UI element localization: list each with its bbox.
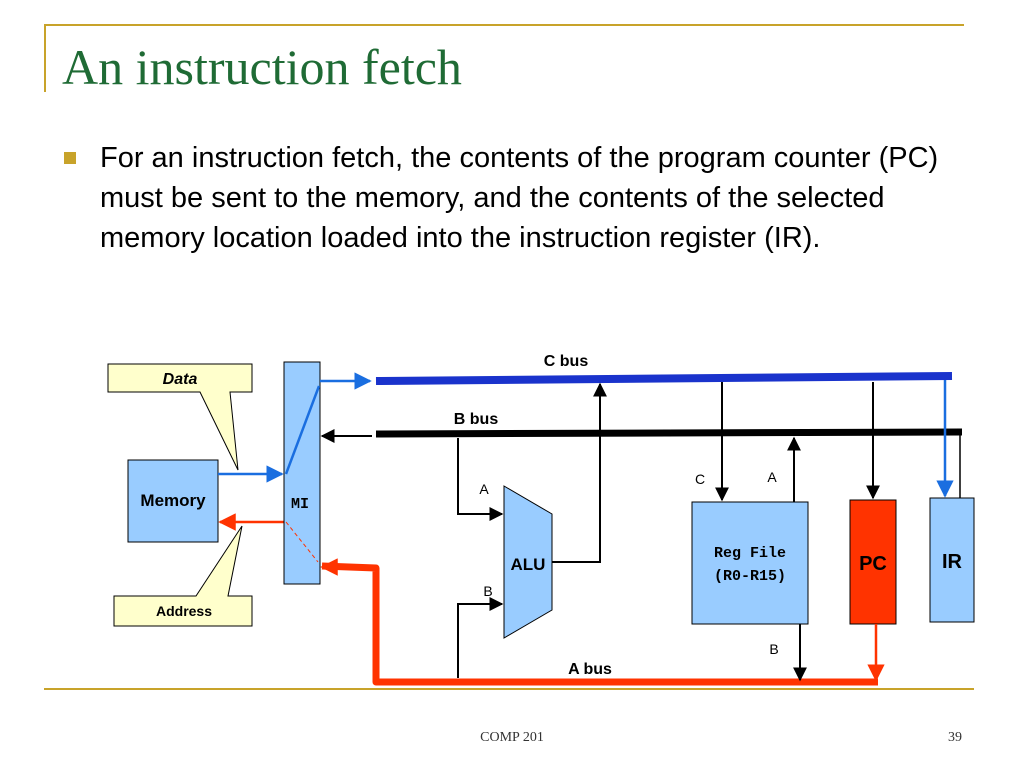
alu-block: ALU [503, 485, 553, 639]
b-bus: B bus [375, 411, 963, 438]
alu-label: ALU [511, 555, 546, 574]
ir-block: IR [929, 497, 975, 623]
pc-block: PC [849, 499, 897, 625]
frame-left-rule [44, 24, 46, 92]
address-callout: Address [113, 525, 253, 627]
bullet-item: For an instruction fetch, the contents o… [62, 138, 972, 258]
alu-input-b-label: B [483, 583, 492, 599]
ir-label: IR [942, 551, 963, 573]
register-file-block: Reg File (R0-R15) [691, 501, 809, 625]
alu-input-a-label: A [479, 481, 489, 497]
regfile-port-b-label: B [769, 641, 778, 657]
bullet-text: For an instruction fetch, the contents o… [100, 142, 939, 254]
regfile-port-a-label: A [767, 469, 777, 485]
alu-input-b-arrow [457, 597, 504, 678]
footer-rule [44, 688, 974, 690]
bullet-list: For an instruction fetch, the contents o… [62, 138, 972, 258]
memory-label: Memory [140, 491, 206, 510]
data-callout-label: Data [163, 371, 198, 388]
address-callout-label: Address [156, 603, 212, 619]
page-number: 39 [948, 730, 962, 745]
a-bus-label: A bus [568, 661, 612, 678]
footer-course-label: COMP 201 [480, 730, 544, 745]
mi-label: MI [291, 496, 309, 513]
b-bus-label: B bus [454, 411, 499, 428]
square-bullet-icon [64, 152, 76, 164]
c-bus: C bus [375, 353, 953, 385]
memory-block: Memory [127, 459, 219, 543]
a-bus: A bus [320, 558, 878, 686]
c-bus-label: C bus [544, 353, 589, 370]
alu-input-a-arrow [457, 438, 504, 521]
frame-top-rule [44, 24, 964, 26]
alu-output-arrow [552, 382, 607, 563]
regfile-port-c-label: C [695, 471, 705, 487]
slide-title: An instruction fetch [62, 39, 462, 95]
register-file-label-line2: (R0-R15) [714, 568, 786, 585]
register-file-label-line1: Reg File [714, 545, 786, 562]
data-callout: Data [107, 363, 253, 471]
mi-block: MI [283, 361, 321, 585]
pc-label: PC [859, 553, 887, 575]
